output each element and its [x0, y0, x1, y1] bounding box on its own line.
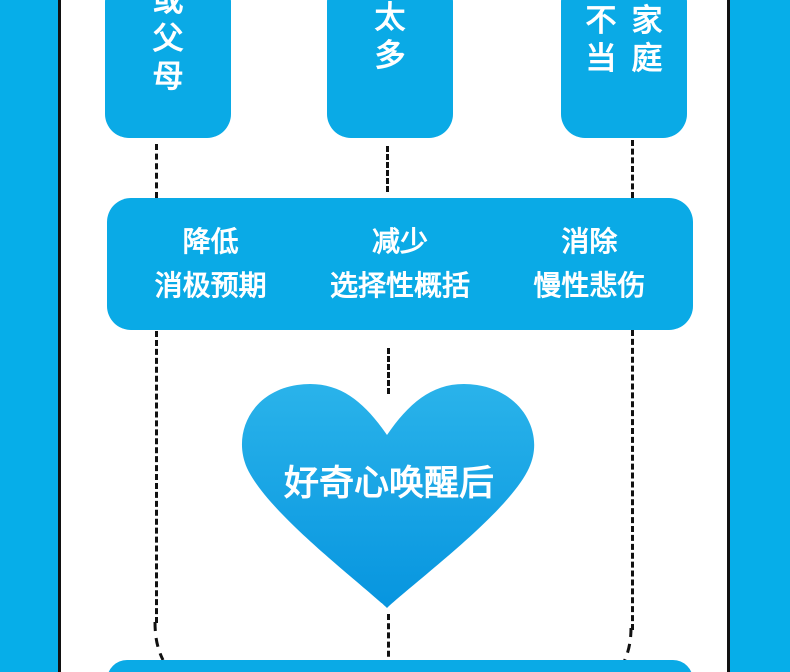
bottom-box	[107, 660, 693, 672]
middle-item-1-line-2: 消极预期	[154, 269, 267, 302]
heart-shape	[241, 383, 535, 608]
family-box: 不当 家庭	[561, 0, 687, 138]
left-curve-dashed-line	[153, 621, 165, 661]
too-much-box-text-wrap: 太多	[372, 0, 408, 75]
center-lower-dashed-line-bottom	[387, 614, 390, 666]
right-upper-dashed-line	[631, 140, 634, 198]
left-upper-dashed-line	[155, 144, 158, 198]
left-lower-dashed-line	[155, 331, 158, 623]
family-box-text-wrap: 不当 家庭	[583, 2, 665, 78]
middle-item-2-line-2: 选择性概括	[329, 269, 470, 302]
parents-box-text-wrap: 或父母	[150, 0, 186, 96]
parents-box: 或父母	[105, 0, 231, 138]
center-upper-dashed-line	[386, 146, 389, 192]
white-content-panel: 或父母 太多 不当 家庭 降低 消极预期 减少 选择性概括	[58, 0, 730, 672]
parents-box-text: 或父母	[152, 0, 184, 95]
middle-item-1-line-1: 降低	[182, 225, 239, 258]
middle-item-3-line-1: 消除	[561, 225, 618, 258]
center-lower-dashed-line-top	[387, 348, 390, 394]
family-box-left-text: 不当	[585, 3, 617, 77]
heart-label: 好奇心唤醒后	[283, 464, 494, 504]
too-much-box-text: 太多	[374, 0, 406, 74]
too-much-box: 太多	[327, 0, 453, 138]
middle-item-reduce-generalization: 减少 选择性概括	[330, 220, 470, 308]
middle-item-reduce-negative: 降低 消极预期	[155, 220, 267, 308]
middle-item-remove-sadness: 消除 慢性悲伤	[533, 220, 645, 308]
middle-summary-box: 降低 消极预期 减少 选择性概括 消除 慢性悲伤	[107, 198, 693, 330]
right-lower-dashed-line	[631, 330, 634, 630]
middle-item-2-line-1: 减少	[371, 225, 428, 258]
curiosity-heart: 好奇心唤醒后	[239, 382, 539, 612]
middle-item-3-line-2: 慢性悲伤	[533, 269, 646, 302]
family-box-right-text: 家庭	[631, 3, 663, 77]
